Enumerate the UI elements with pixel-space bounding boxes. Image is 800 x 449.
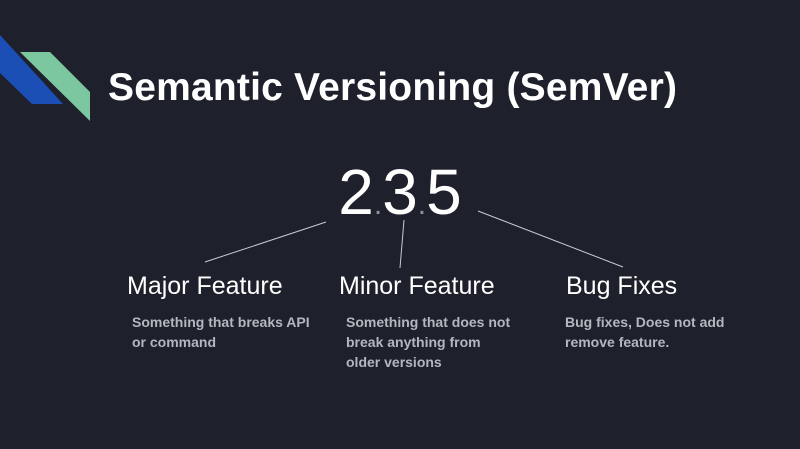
corner-ribbon-decoration [0, 35, 90, 121]
minor-feature-description: Something that does not break anything f… [346, 314, 511, 370]
minor-connector-line [399, 219, 405, 269]
patch-connector-line [477, 210, 624, 268]
major-connector-line [204, 221, 327, 263]
minor-feature-heading: Minor Feature [339, 272, 495, 300]
bug-fixes-description: Bug fixes, Does not add remove feature. [565, 314, 725, 350]
version-separator-2: . [417, 188, 427, 221]
green-ribbon [20, 52, 90, 121]
blue-ribbon [0, 35, 63, 104]
version-separator-1: . [373, 188, 383, 221]
version-number: 2.3.5 [0, 156, 800, 241]
bug-fixes-heading: Bug Fixes [566, 272, 678, 300]
version-major: 2 [338, 156, 374, 228]
version-patch: 5 [426, 156, 462, 228]
version-minor: 3 [382, 156, 418, 228]
slide-title: Semantic Versioning (SemVer) [108, 66, 678, 109]
major-feature-description: Something that breaks API or command [132, 314, 310, 350]
major-feature-heading: Major Feature [127, 272, 283, 300]
